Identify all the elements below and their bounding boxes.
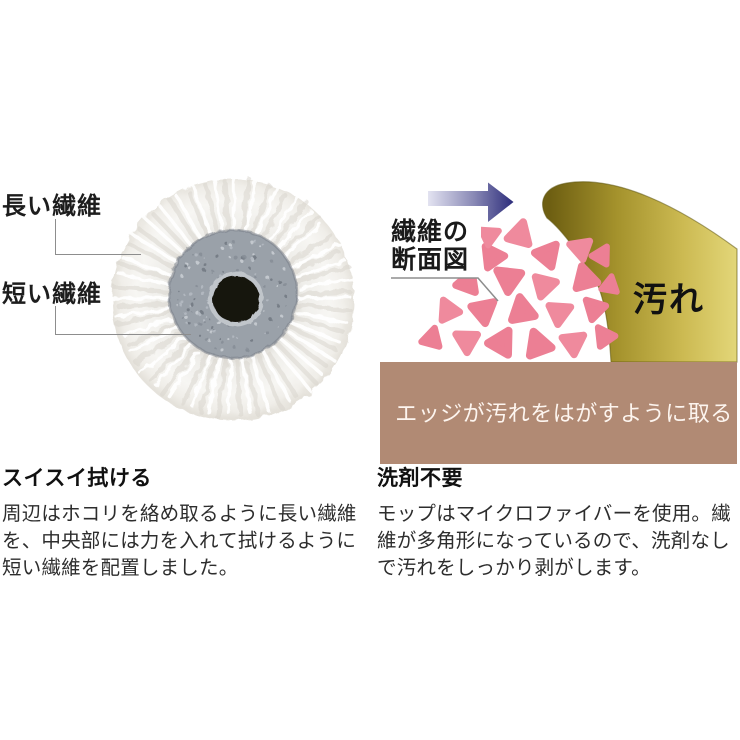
feature-body-smooth-wipe: 周辺はホコリを絡め取るように長い繊維を、中央部には力を入れて拭けるように短い繊維… — [2, 503, 357, 579]
fiber-triangle — [421, 326, 443, 347]
fiber-triangle — [488, 325, 518, 355]
fiber-triangle — [535, 238, 565, 267]
fiber-triangle — [549, 298, 575, 325]
long-fiber-label: 長い繊維 — [2, 193, 102, 220]
long-fiber-connector-line — [55, 219, 141, 255]
feature-section-smooth-wipe: スイスイ拭ける 周辺はホコリを絡め取るように長い繊維を、中央部には力を入れて拭け… — [2, 466, 374, 582]
cross-section-connector-line — [391, 277, 499, 302]
mop-center-hole — [212, 276, 260, 322]
dirt-label: 汚れ — [633, 281, 705, 319]
cross-section-label-line1: 繊維の — [391, 217, 469, 246]
feature-body-no-detergent: モップはマイクロファイバーを使用。繊維が多角形になっているので、洗剤なしで汚れを… — [377, 503, 731, 579]
fiber-triangle — [508, 295, 534, 320]
feature-section-no-detergent: 洗剤不要 モップはマイクロファイバーを使用。繊維が多角形になっているので、洗剤な… — [377, 466, 739, 582]
short-fiber-connector-line — [55, 306, 191, 335]
floor-bar-caption: エッジが汚れをはがすように取る — [395, 401, 733, 426]
fiber-triangle — [535, 272, 559, 297]
fiber-triangle — [481, 223, 503, 245]
floor-bar — [380, 362, 737, 464]
short-fiber-label: 短い繊維 — [2, 281, 102, 308]
feature-heading-no-detergent: 洗剤不要 — [377, 467, 463, 490]
mop-center-disc — [167, 228, 299, 360]
fiber-wipe-diagram: 汚れ エッジが汚れをはがすように取る 繊維の 断面図 — [380, 181, 738, 464]
fiber-triangle — [562, 327, 589, 355]
fiber-triangle — [523, 328, 552, 356]
mop-head-photo — [111, 176, 354, 421]
cross-section-label-box — [385, 215, 481, 278]
fiber-triangle — [451, 325, 478, 352]
feature-heading-smooth-wipe: スイスイ拭ける — [2, 467, 152, 490]
fiber-triangle — [434, 296, 459, 320]
fiber-triangle — [507, 219, 533, 244]
wipe-direction-arrow-icon — [428, 182, 514, 222]
cross-section-label-line2: 断面図 — [391, 245, 469, 274]
